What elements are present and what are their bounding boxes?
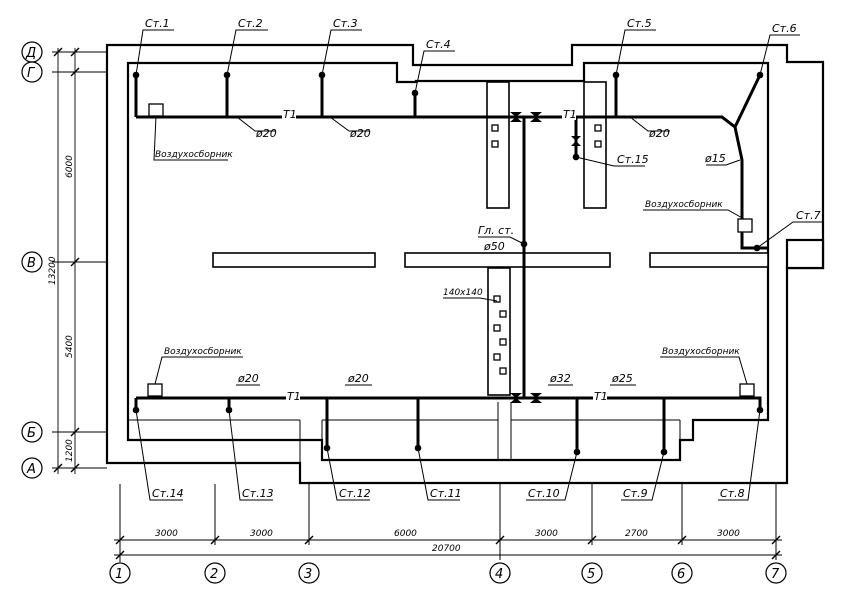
axis-col-1: 1	[115, 567, 123, 582]
pipe-size-label: ø20	[255, 127, 277, 140]
dim-bottom-total: 20700	[432, 544, 461, 554]
dim-bottom-2: 3000	[250, 529, 273, 539]
duct-label: 140х140	[443, 288, 498, 302]
dim-left-2: 5400	[65, 335, 75, 358]
column-axes: 1 2 3 4 5 6 7	[109, 560, 787, 584]
air-collector-symbols	[147, 103, 755, 397]
riser-label-st14: Ст.14	[152, 487, 184, 500]
line-code: T1	[283, 108, 297, 121]
riser-label-st8: Ст.8	[720, 487, 745, 500]
riser-label-st11: Ст.11	[430, 487, 462, 500]
left-dimensions: 13200 6000 5400 1200	[48, 47, 107, 474]
axis-row-b: Б	[27, 426, 36, 441]
axis-col-4: 4	[495, 567, 503, 582]
lower-main-pipe	[136, 396, 762, 410]
corridor-wall-1	[212, 252, 376, 268]
wall-vents	[491, 124, 602, 375]
duct-size-label: 140х140	[443, 288, 483, 298]
riser-label-st6: Ст.6	[772, 22, 797, 35]
riser-label-st4: Ст.4	[426, 38, 451, 51]
main-riser-label-line2: ø50	[483, 240, 505, 253]
dim-bottom-5: 2700	[625, 529, 648, 539]
dim-left-1: 6000	[65, 155, 75, 178]
line-code-labels: T1 T1 T1 T1	[282, 108, 608, 403]
riser-label-st9: Ст.9	[623, 487, 648, 500]
main-riser-label: Гл. ст. ø50	[478, 224, 525, 253]
line-code: T1	[594, 390, 608, 403]
pipe-network	[134, 74, 768, 452]
pipe-size-label: ø25	[611, 372, 633, 385]
dim-bottom-3: 6000	[394, 529, 417, 539]
axis-row-d: Д	[25, 46, 36, 61]
dim-bottom-1: 3000	[155, 529, 178, 539]
pipe-size-label: ø20	[237, 372, 259, 385]
riser-labels: Ст.1 Ст.2 Ст.3 Ст.4 Ст.5 Ст.6 Ст.7 Ст.8 …	[135, 17, 823, 501]
axis-col-6: 6	[677, 567, 685, 582]
valves	[510, 112, 581, 403]
dim-left-total: 13200	[48, 256, 58, 285]
air-collector-label: Воздухосборник	[164, 347, 242, 357]
building-walls	[105, 43, 825, 485]
outer-wall	[105, 43, 825, 485]
pipe-size-label: ø15	[704, 152, 726, 165]
riser-label-st13: Ст.13	[242, 487, 274, 500]
lower-room-walls	[299, 402, 694, 463]
main-riser-label-line1: Гл. ст.	[478, 224, 514, 237]
dim-bottom-6: 3000	[717, 529, 740, 539]
axis-row-a: А	[26, 462, 36, 477]
pipe-size-label: ø32	[549, 372, 571, 385]
upper-right-diagonal	[733, 74, 762, 128]
corridor-wall-3	[649, 252, 769, 268]
riser-label-st5: Ст.5	[627, 17, 652, 30]
pipe-size-label: ø20	[347, 372, 369, 385]
riser-label-st12: Ст.12	[339, 487, 371, 500]
riser-label-st7: Ст.7	[796, 209, 821, 222]
east-annex-wall	[785, 238, 825, 270]
line-code: T1	[563, 108, 577, 121]
dim-bottom-4: 3000	[535, 529, 558, 539]
pipe-size-label: ø20	[349, 127, 371, 140]
riser-label-st1: Ст.1	[145, 17, 170, 30]
air-collector-label: Воздухосборник	[645, 200, 723, 210]
axis-col-2: 2	[210, 567, 218, 582]
riser-label-st3: Ст.3	[333, 17, 358, 30]
dim-left-3: 1200	[65, 439, 75, 462]
air-collector-labels: Воздухосборник Воздухосборник Воздухосбо…	[153, 115, 748, 385]
row-axes: Д Г В Б А	[21, 41, 43, 479]
bottom-dimensions: 3000 3000 6000 3000 2700 3000 20700	[114, 484, 782, 560]
axis-col-7: 7	[771, 567, 780, 582]
riser-label-st10: Ст.10	[528, 487, 560, 500]
axis-row-v: В	[27, 256, 36, 271]
line-code: T1	[287, 390, 301, 403]
air-collector-label: Воздухосборник	[155, 150, 233, 160]
axis-col-3: 3	[304, 567, 312, 582]
riser-label-st15: Ст.15	[617, 153, 649, 166]
corridor-wall-2	[404, 252, 611, 268]
pipe-size-label: ø20	[648, 127, 670, 140]
axis-col-5: 5	[587, 567, 595, 582]
air-collector-label: Воздухосборник	[662, 347, 740, 357]
riser-label-st2: Ст.2	[238, 17, 263, 30]
axis-row-g: Г	[27, 66, 36, 81]
pipe-size-labels: ø20 ø20 ø20 ø15 ø20 ø20 ø32 ø25	[236, 116, 741, 386]
